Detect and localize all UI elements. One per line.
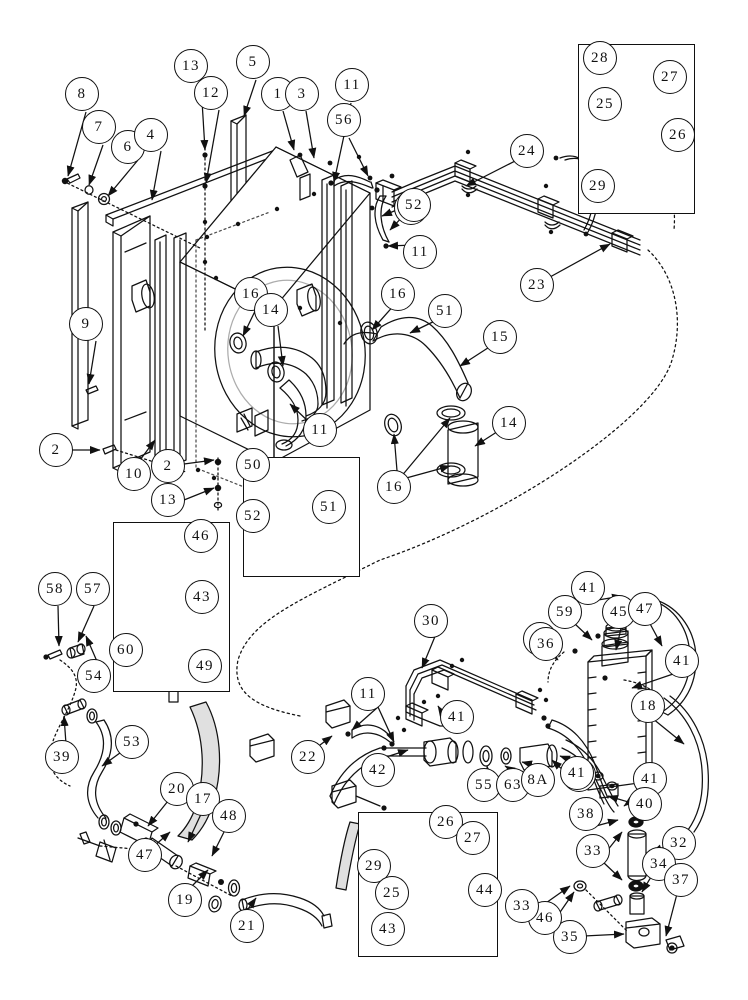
- callout-29[interactable]: 29: [581, 169, 615, 203]
- callout-4[interactable]: 4: [134, 118, 168, 152]
- reservoir-hose-lower-right: [663, 695, 710, 833]
- callout-38[interactable]: 38: [569, 797, 603, 831]
- callout-15[interactable]: 15: [483, 320, 517, 354]
- hose-clamp-ring-a: [360, 321, 378, 345]
- callout-8A[interactable]: 8A: [521, 763, 555, 797]
- callout-28[interactable]: 28: [583, 41, 617, 75]
- callout-56[interactable]: 56: [327, 103, 361, 137]
- upper-left-fasteners: [61, 173, 201, 249]
- callout-40[interactable]: 40: [628, 787, 662, 821]
- callout-14[interactable]: 14: [492, 406, 526, 440]
- shroud-right-strips: [321, 174, 353, 409]
- callout-49[interactable]: 49: [188, 649, 222, 683]
- tube-clips: [461, 185, 561, 230]
- callout-5[interactable]: 5: [236, 45, 270, 79]
- center-grey-strip: [335, 821, 361, 891]
- filter-inlet-fittings: [573, 880, 629, 933]
- callout-32[interactable]: 32: [662, 826, 696, 860]
- callout-25[interactable]: 25: [588, 87, 622, 121]
- callout-36[interactable]: 36: [529, 627, 563, 661]
- callout-9[interactable]: 9: [69, 307, 103, 341]
- callout-53[interactable]: 53: [115, 725, 149, 759]
- callout-47[interactable]: 47: [628, 592, 662, 626]
- callout-41[interactable]: 41: [560, 756, 594, 790]
- radiator-brackets: [236, 154, 311, 437]
- callout-59[interactable]: 59: [548, 595, 582, 629]
- callout-51[interactable]: 51: [428, 294, 462, 328]
- callout-50[interactable]: 50: [236, 448, 270, 482]
- center-small-hose: [351, 724, 391, 743]
- callout-21[interactable]: 21: [230, 909, 264, 943]
- callout-22[interactable]: 22: [291, 740, 325, 774]
- callout-19[interactable]: 19: [168, 883, 202, 917]
- callout-41[interactable]: 41: [440, 700, 474, 734]
- callout-52[interactable]: 52: [397, 188, 431, 222]
- callout-27[interactable]: 27: [653, 60, 687, 94]
- engine-hose-clamps: [229, 332, 285, 383]
- callout-3[interactable]: 3: [285, 77, 319, 111]
- callout-60[interactable]: 60: [109, 633, 143, 667]
- callout-42[interactable]: 42: [361, 753, 395, 787]
- callout-12[interactable]: 12: [194, 76, 228, 110]
- upper-right-hose: [374, 195, 390, 249]
- callout-13[interactable]: 13: [174, 49, 208, 83]
- callout-10[interactable]: 10: [117, 457, 151, 491]
- callout-11[interactable]: 11: [335, 68, 369, 102]
- callout-27[interactable]: 27: [456, 821, 490, 855]
- callout-47[interactable]: 47: [128, 838, 162, 872]
- callout-11[interactable]: 11: [351, 677, 385, 711]
- callout-57[interactable]: 57: [76, 572, 110, 606]
- callout-33[interactable]: 33: [576, 834, 610, 868]
- callout-8[interactable]: 8: [65, 77, 99, 111]
- callout-43[interactable]: 43: [371, 912, 405, 946]
- callout-37[interactable]: 37: [664, 863, 698, 897]
- hose-connector-sleeve: [447, 420, 479, 487]
- coolant-reservoir: [587, 622, 653, 799]
- callout-51[interactable]: 51: [312, 490, 346, 524]
- left-coolant-hose: [87, 719, 112, 819]
- center-clamp-blocks: [249, 699, 387, 811]
- callout-2[interactable]: 2: [151, 449, 185, 483]
- filter-assembly: [625, 816, 685, 954]
- callout-33[interactable]: 33: [505, 889, 539, 923]
- callout-44[interactable]: 44: [468, 873, 502, 907]
- radiator-outlets: [131, 279, 321, 317]
- callout-54[interactable]: 54: [77, 659, 111, 693]
- callout-24[interactable]: 24: [510, 134, 544, 168]
- callout-14[interactable]: 14: [254, 293, 288, 327]
- oil-cooler-bolts: [367, 149, 554, 235]
- callout-18[interactable]: 18: [631, 689, 665, 723]
- callout-16[interactable]: 16: [381, 277, 415, 311]
- callout-39[interactable]: 39: [45, 740, 79, 774]
- callout-7[interactable]: 7: [82, 110, 116, 144]
- left-hose-fittings: [61, 698, 98, 724]
- radiator-tank-left: [112, 215, 151, 473]
- callout-46[interactable]: 46: [184, 519, 218, 553]
- callout-11[interactable]: 11: [403, 235, 437, 269]
- callout-13[interactable]: 13: [151, 483, 185, 517]
- callout-23[interactable]: 23: [520, 268, 554, 302]
- callout-25[interactable]: 25: [375, 876, 409, 910]
- center-tube-clamps: [405, 666, 539, 727]
- lower-bolt-stack: [213, 457, 223, 513]
- callout-2[interactable]: 2: [39, 433, 73, 467]
- callout-43[interactable]: 43: [185, 580, 219, 614]
- side-bar-bolt: [85, 385, 99, 395]
- callout-34[interactable]: 34: [642, 847, 676, 881]
- callout-41[interactable]: 41: [665, 644, 699, 678]
- radiator-side-strips: [154, 232, 187, 471]
- callout-48[interactable]: 48: [212, 799, 246, 833]
- callout-30[interactable]: 30: [414, 604, 448, 638]
- callout-11[interactable]: 11: [303, 413, 337, 447]
- callout-52[interactable]: 52: [236, 499, 270, 533]
- callout-16[interactable]: 16: [377, 470, 411, 504]
- lower-curved-hose: [275, 379, 307, 451]
- callout-26[interactable]: 26: [661, 118, 695, 152]
- callout-58[interactable]: 58: [38, 572, 72, 606]
